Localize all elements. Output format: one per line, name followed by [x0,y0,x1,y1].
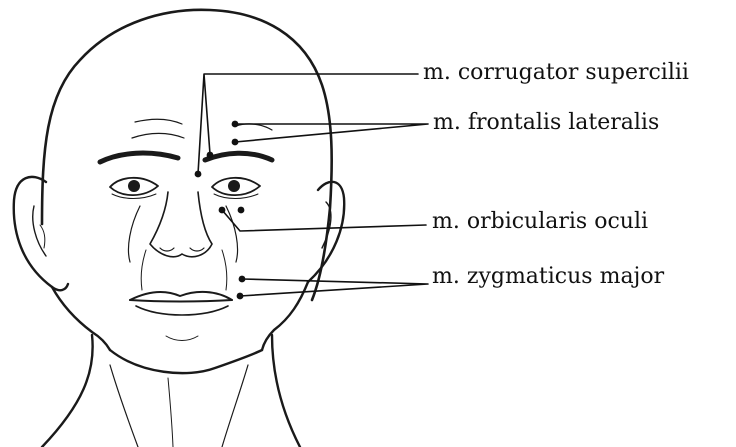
lip-line [130,300,232,302]
left-ear-inner [33,206,46,256]
electrode-corrugator-2 [207,152,214,159]
chin [110,350,262,373]
electrode-orbicularis-1 [219,207,226,214]
lower-lip [136,306,228,315]
left-eyebrow [100,153,178,162]
orbicularis-pointer [222,210,426,231]
label-frontalis-lateralis: m. frontalis lateralis [433,112,659,134]
electrode-frontalis-2 [232,139,239,146]
upper-lip [130,292,232,300]
zygomaticus-pointer [240,279,428,296]
electrode-corrugator-1 [195,171,202,178]
nose [150,192,212,257]
electrode-frontalis-1 [232,121,239,128]
electrode-orbicularis-2 [238,207,245,214]
electrode-zygomaticus-2 [237,293,244,300]
label-orbicularis-oculi: m. orbicularis oculi [432,211,648,233]
left-ear [14,177,68,290]
neck-right [272,335,300,447]
right-eyebrow [205,153,272,160]
jaw-left [52,287,110,350]
label-zygomaticus-major: m. zygmaticus major [432,266,664,288]
neck-left [42,335,93,447]
electrode-zygomaticus-1 [239,276,246,283]
label-corrugator-supercilii: m. corrugator supercilii [423,62,689,84]
